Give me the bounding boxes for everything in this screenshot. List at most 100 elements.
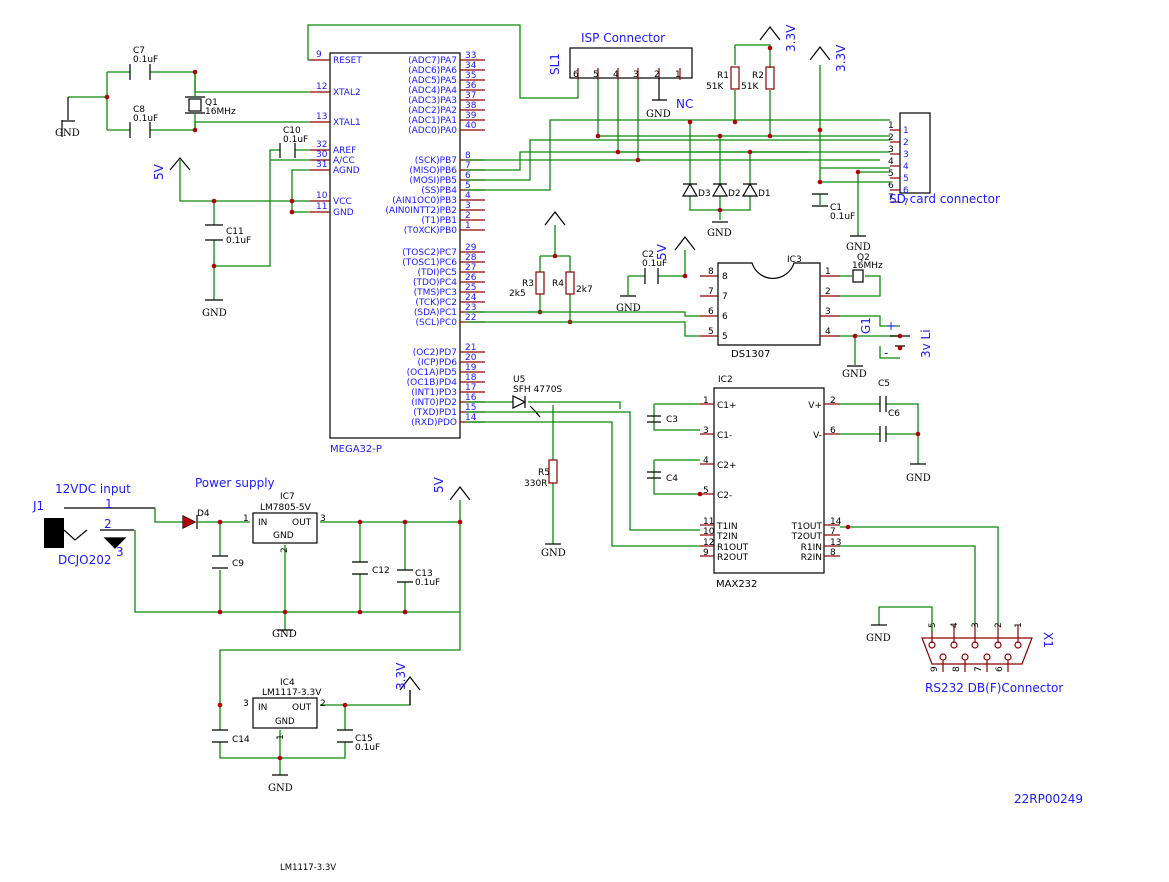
c1-value: 0.1uF [830, 212, 855, 222]
rail-5v-label-rtc: 5V [655, 243, 669, 260]
gnd-label-sd: GND [846, 242, 871, 253]
r4-ref: R4 [552, 279, 564, 289]
mcu-right-pin-num: 39 [465, 111, 477, 121]
mcu-right-pin-name: (OC2)PD7 [413, 348, 457, 358]
battery-plus: + [886, 319, 896, 333]
d2-label: D2 [728, 189, 741, 199]
mcu-right-pin-name: (SS)PB4 [421, 186, 457, 196]
max232-pin-num: 2 [830, 396, 836, 406]
u5-ref: U5 [513, 375, 525, 385]
d1-label: D1 [758, 189, 771, 199]
sd-pin-num-outer: 5 [888, 169, 894, 179]
max232-ref: IC2 [718, 375, 733, 385]
max232-pin-name: V+ [808, 401, 822, 411]
mcu-right-pin-num: 15 [465, 403, 476, 413]
rs232-wires [840, 526, 999, 625]
mcu-right-pin-name: (SCK)PB7 [415, 156, 457, 166]
mcu-left-pin-num: 31 [316, 160, 327, 170]
c10-value: 0.1uF [283, 135, 308, 145]
c2-ref: C2 [642, 250, 654, 260]
max232-pin-num: 5 [703, 486, 709, 496]
rtc-pin-num: 4 [825, 327, 831, 337]
i2c-pullups: R3 2k5 R4 2k7 [509, 211, 593, 325]
max232-pin-name: C2- [717, 491, 732, 501]
mcu-right-pin-num: 18 [465, 373, 477, 383]
ic7-pin-gnd: 2 [280, 547, 290, 553]
isp-gnd-label: GND [646, 109, 671, 120]
q1-value: 16MHz [205, 107, 236, 117]
r2-ref: R2 [752, 71, 764, 81]
mcu-right-pin-num: 21 [465, 343, 476, 353]
sd-pin-num-inner: 6 [903, 186, 909, 196]
battery-value: 3v Li [919, 329, 933, 358]
mcu-right-pin-num: 19 [465, 363, 477, 373]
mcu-right-pin-name: (AIN0INTT2)PB2 [385, 206, 457, 216]
max232-pin-name: R1IN [801, 543, 822, 553]
max232-pin-name: T2OUT [791, 532, 823, 542]
mcu-right-pin-name: (TDO)PC4 [413, 278, 457, 288]
jack-pin1: 1 [105, 497, 113, 511]
mcu-left-pin-num: 12 [316, 82, 327, 92]
c2-value: 0.1uF [642, 259, 667, 269]
rtc-pin-num: 5 [708, 327, 714, 337]
mcu-right-pin-num: 27 [465, 263, 476, 273]
mcu-right-pin-name: (T0XCK)PB0 [404, 226, 458, 236]
mcu-right-pin-name: (TOSC1)PC6 [402, 258, 457, 268]
rail-5v-label-psu: 5V [432, 476, 446, 493]
sd-label: SD card connector [889, 192, 1000, 206]
isp-pin-num: 4 [613, 70, 619, 80]
rtc-ref: IC3 [787, 255, 802, 265]
max232-pin-name: V- [813, 431, 822, 441]
rtc-pin-label: 8 [722, 272, 728, 282]
gnd-label-ic7: GND [272, 629, 297, 640]
rtc-pin-num: 1 [825, 267, 831, 277]
rail-5v-label: 5V [152, 163, 166, 180]
max232-name: MAX232 [716, 579, 757, 590]
max232-pin-name: T1IN [716, 522, 738, 532]
r5-value: 330R [524, 479, 547, 489]
db9-pin-num: 6 [995, 666, 1005, 672]
mcu-left-pin-name: GND [333, 208, 354, 218]
diodes-d1-d3: D3 D2 D1 GND [681, 119, 771, 239]
sd-pin-num-outer: 7 [888, 193, 894, 203]
mcu-right-pin-num: 29 [465, 243, 477, 253]
c12-label: C12 [372, 566, 390, 576]
sd-pin-num-outer: 2 [888, 133, 894, 143]
db9-pin-num: 3 [971, 622, 981, 628]
mcu-body [329, 52, 461, 439]
sd-pin-num-inner: 2 [903, 138, 909, 148]
mcu-right-pin-num: 17 [465, 383, 476, 393]
c13-ref: C13 [415, 569, 433, 579]
r4-value: 2k7 [576, 285, 593, 295]
mcu-right-pin-name: (TDI)PC5 [417, 268, 457, 278]
c9-label: C9 [232, 559, 244, 569]
max232-pin-num: 8 [830, 548, 836, 558]
db9-label: RS232 DB(F)Connector [925, 681, 1063, 695]
mcu-name: MEGA32-P [330, 444, 382, 455]
sd-pin-num-outer: 3 [888, 145, 894, 155]
ic7-ref: IC7 [280, 492, 295, 502]
max232-pin-num: 1 [703, 396, 709, 406]
isp-spi-wires [597, 80, 890, 161]
jack-body [44, 518, 64, 548]
q2-ref: Q2 [857, 253, 870, 263]
mcu-right-pin-name: (SCL)PC0 [416, 318, 458, 328]
gnd-label-ic4: GND [268, 783, 293, 794]
u5-part: SFH 4770S [513, 385, 562, 395]
q2-value: 16MHz [852, 261, 883, 271]
max232-pin-num: 6 [830, 426, 836, 436]
input-label: 12VDC input [55, 482, 131, 496]
mcu-left-pin-num: 9 [316, 50, 322, 60]
max232-pin-num: 13 [830, 538, 841, 548]
mcu-right-pin-num: 7 [465, 161, 471, 171]
mcu-right-pin-name: (TMS)PC3 [414, 288, 457, 298]
mcu-right-pin-name: (MISO)PB6 [409, 166, 457, 176]
mcu-right-pin-num: 37 [465, 91, 476, 101]
isp-pin-num: 6 [573, 70, 579, 80]
uart-wires [465, 411, 700, 547]
